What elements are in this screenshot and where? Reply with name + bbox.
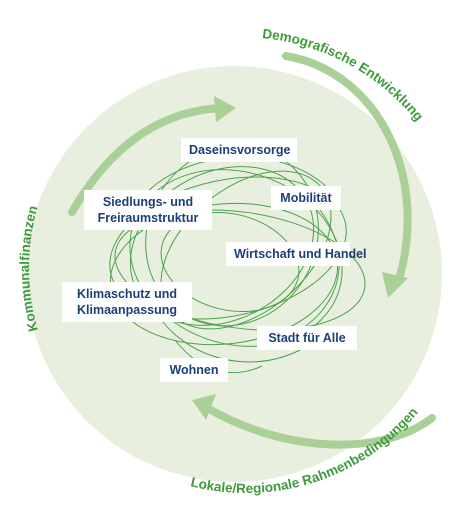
- box-stadt-label: Stadt für Alle: [268, 331, 346, 345]
- cycle-arrows: [68, 52, 436, 449]
- box-stadt-fuer-alle: Stadt für Alle: [257, 326, 357, 350]
- arrowhead-bottom: [192, 394, 216, 420]
- box-wohnen-label: Wohnen: [169, 363, 219, 377]
- arrowhead-right: [382, 272, 408, 298]
- box-daseinsvorsorge-label: Daseinsvorsorge: [189, 143, 291, 157]
- box-siedlung-line1: Siedlungs- und: [102, 195, 194, 209]
- arrow-arc-right: [282, 52, 412, 286]
- box-wirtschaft-handel: Wirtschaft und Handel: [226, 242, 367, 266]
- box-daseinsvorsorge: Daseinsvorsorge: [181, 138, 297, 162]
- box-mobilitaet-label: Mobilität: [280, 191, 332, 205]
- arrowheads: [192, 96, 408, 420]
- arrowhead-top: [214, 96, 236, 122]
- box-klima-line1: Klimaschutz und: [76, 287, 177, 301]
- box-mobilitaet: Mobilität: [271, 186, 341, 210]
- box-klima-line2: Klimaanpassung: [76, 303, 178, 317]
- box-siedlung-line2: Freiraumstruktur: [97, 211, 199, 225]
- box-siedlungs-freiraumstruktur: Siedlungs- und Freiraumstruktur: [84, 190, 212, 230]
- arrow-arc-bottom: [200, 402, 436, 449]
- box-wohnen: Wohnen: [160, 358, 228, 382]
- background-circle: [26, 66, 442, 482]
- box-wirtschaft-label: Wirtschaft und Handel: [234, 247, 367, 261]
- arrow-arc-top: [68, 104, 226, 216]
- box-klimaschutz-klimaanpassung: Klimaschutz und Klimaanpassung: [62, 282, 192, 322]
